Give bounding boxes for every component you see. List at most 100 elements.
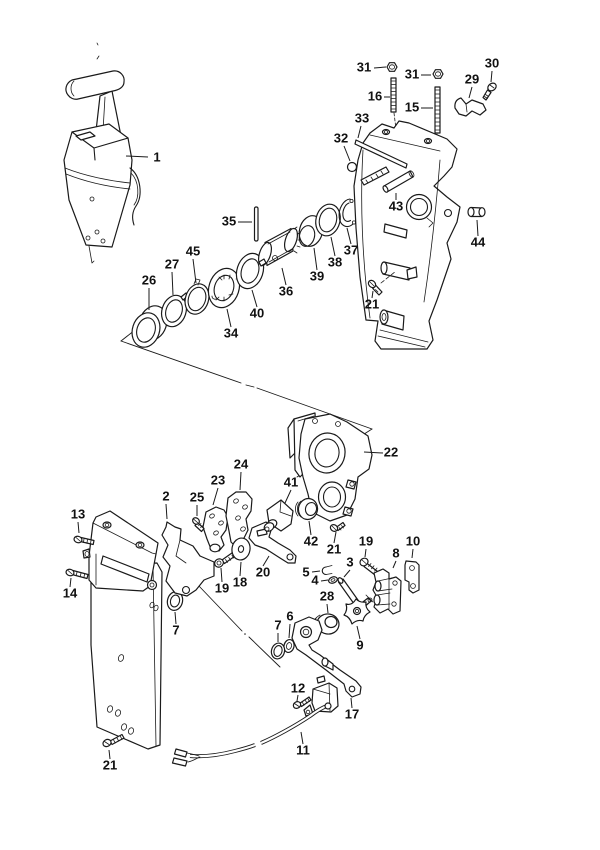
part-label: 41: [284, 474, 298, 489]
leader-line: [311, 570, 321, 573]
part-label: 35: [222, 213, 236, 228]
part-label: 12: [291, 680, 305, 695]
part-label: 4: [311, 572, 319, 587]
leader-line: [174, 611, 177, 625]
leader-line: [108, 749, 111, 760]
cap-42: [295, 497, 319, 521]
part-label: 16: [368, 88, 382, 103]
ring-45: [184, 278, 210, 315]
rod-33: [354, 139, 408, 169]
leader-line: [239, 471, 242, 491]
part-label: 37: [344, 242, 358, 257]
part-label: 36: [279, 283, 293, 298]
part-label: 9: [356, 637, 363, 652]
wire-11: [171, 702, 332, 767]
part-label: 26: [142, 272, 156, 287]
cam-lever-9: [343, 594, 374, 625]
clamp-bracket-right-drawing: [346, 120, 486, 350]
pin-35: [253, 206, 259, 242]
part-label: 1: [153, 149, 160, 164]
screw-14: [65, 568, 89, 580]
part-label: 43: [389, 198, 403, 213]
bolt-30: [482, 82, 497, 101]
hatched-rod: [360, 166, 390, 186]
ring-stack-drawing: [131, 198, 356, 348]
stray-marks: [96, 42, 100, 60]
part-label: 32: [334, 130, 348, 145]
screw-21-bottom-left: [102, 733, 125, 748]
part-label: 6: [286, 608, 293, 623]
leader-line: [343, 145, 351, 162]
leader-line: [363, 451, 384, 454]
part-label: 30: [485, 55, 499, 70]
part-1-control-head-drawing: [63, 70, 141, 264]
switch-41: [263, 499, 294, 532]
part-label: 17: [345, 706, 359, 721]
part-label: 29: [465, 71, 479, 86]
leader-line: [125, 155, 149, 158]
leader-line: [392, 560, 397, 569]
washer-4: [328, 576, 338, 584]
part-label: 7: [172, 622, 179, 637]
leader-line: [313, 247, 318, 271]
part-label: 13: [71, 506, 85, 521]
part-label: 7: [274, 617, 281, 632]
leader-line: [476, 219, 479, 237]
leader-line: [300, 731, 304, 745]
leader-line: [373, 66, 387, 69]
part-label: 18: [233, 574, 247, 589]
part-label: 20: [256, 564, 270, 579]
part-label: 15: [405, 99, 419, 114]
leader-line: [77, 521, 80, 534]
leader-line: [165, 503, 168, 520]
part-label: 21: [365, 296, 379, 311]
leader-line: [69, 577, 72, 588]
leader-line: [333, 531, 337, 544]
cam-plate-23: [202, 506, 229, 553]
part-label: 23: [211, 472, 225, 487]
screw-21-mid: [329, 521, 346, 533]
part-label: 38: [328, 254, 342, 269]
cam-cluster-drawing: [161, 491, 319, 597]
clamp-29: [454, 97, 487, 117]
leader-line: [343, 569, 351, 578]
leader-line: [330, 236, 336, 257]
leader-line: [356, 625, 361, 640]
screw-21-upper: [367, 270, 397, 296]
screw-13: [73, 535, 95, 546]
bracket-8: [372, 568, 402, 615]
washer-18: [231, 537, 251, 561]
part-label: 33: [355, 110, 369, 125]
part-label: 28: [320, 588, 334, 603]
part-label: 2: [162, 488, 169, 503]
leader-line: [220, 567, 223, 583]
pin-43: [382, 170, 415, 193]
cam-plate-2: [161, 521, 215, 597]
leader-line: [212, 487, 219, 506]
part-label: 19: [215, 580, 229, 595]
side-plate-drawing: [90, 562, 163, 750]
leader-line: [171, 271, 174, 296]
part-label: 5: [302, 564, 309, 579]
leader-line: [490, 70, 493, 83]
part-label: 39: [310, 268, 324, 283]
leader-line: [251, 289, 258, 308]
clip-5: [321, 565, 333, 576]
leader-line: [364, 548, 367, 558]
leader-line: [308, 520, 312, 536]
nut-31-left: [386, 62, 398, 72]
part-label: 42: [304, 533, 318, 548]
part-label: 11: [296, 742, 310, 757]
leader-line: [371, 290, 374, 299]
drum-36: [257, 226, 302, 267]
bezel-26: [131, 305, 168, 348]
leader-line: [468, 86, 473, 99]
housing-22-drawing: [287, 412, 373, 533]
part-label: 25: [190, 489, 204, 504]
seal-ring-7-right: [270, 642, 286, 660]
washer-6: [283, 638, 295, 654]
part-label: 34: [224, 325, 239, 340]
